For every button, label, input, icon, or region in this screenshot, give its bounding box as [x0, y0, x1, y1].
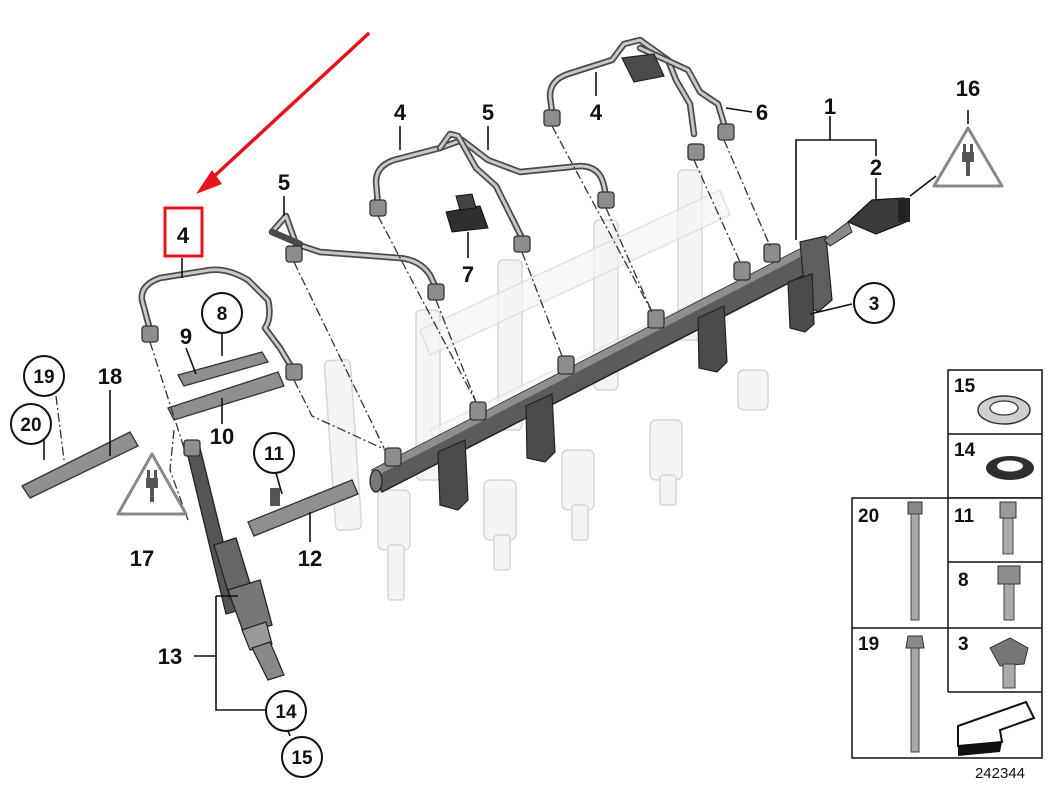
label-10: 10 — [210, 424, 234, 449]
label-8: 8 — [217, 304, 228, 325]
label-20: 20 — [20, 415, 41, 436]
label-11: 11 — [264, 444, 285, 465]
label-14: 14 — [275, 702, 297, 723]
clip-7 — [445, 193, 489, 233]
circle-label-15: 15 — [281, 736, 323, 778]
label-12: 12 — [298, 546, 322, 571]
red-arrow-head — [196, 170, 222, 194]
label-3: 3 — [869, 294, 880, 315]
highlight-callout: 4 — [163, 32, 370, 258]
fuel-rail — [369, 235, 833, 511]
circle-label-3: 3 — [853, 282, 895, 324]
table-label-15: 15 — [954, 376, 976, 397]
circle-label-8: 8 — [201, 292, 243, 334]
label-5-center: 5 — [482, 100, 494, 125]
label-5-left: 5 — [278, 170, 290, 195]
diagram-code: 242344 — [975, 765, 1025, 782]
table-label-3: 3 — [958, 634, 969, 655]
table-label-19: 19 — [858, 634, 879, 655]
label-13: 13 — [158, 644, 182, 669]
label-17: 17 — [130, 546, 154, 571]
label-2: 2 — [870, 155, 882, 180]
table-label-20: 20 — [858, 506, 879, 527]
label-18: 18 — [98, 364, 122, 389]
label-19: 19 — [33, 367, 54, 388]
label-4-highlighted: 4 — [177, 223, 190, 248]
label-9: 9 — [180, 324, 192, 349]
label-7: 7 — [462, 262, 474, 287]
circle-label-11: 11 — [253, 432, 295, 474]
circle-label-20: 20 — [10, 403, 52, 445]
fuel-injector — [183, 439, 285, 681]
label-6: 6 — [756, 100, 768, 125]
circle-label-19: 19 — [23, 355, 65, 397]
assembly-leaders — [55, 125, 771, 521]
table-label-11: 11 — [954, 506, 975, 527]
label-4-center: 4 — [394, 100, 407, 125]
circle-label-14: 14 — [265, 690, 307, 732]
table-label-8: 8 — [958, 570, 969, 591]
table-label-14: 14 — [954, 440, 976, 461]
warning-icon-16 — [932, 126, 1004, 188]
label-15: 15 — [291, 748, 313, 769]
warning-icon-17 — [116, 452, 188, 516]
label-16: 16 — [956, 76, 980, 101]
plates — [21, 351, 359, 537]
label-4-right: 4 — [590, 100, 603, 125]
label-1: 1 — [824, 94, 836, 119]
parts-table: 15 14 20 11 8 19 3 — [851, 369, 1043, 759]
pressure-sensor — [823, 197, 910, 247]
